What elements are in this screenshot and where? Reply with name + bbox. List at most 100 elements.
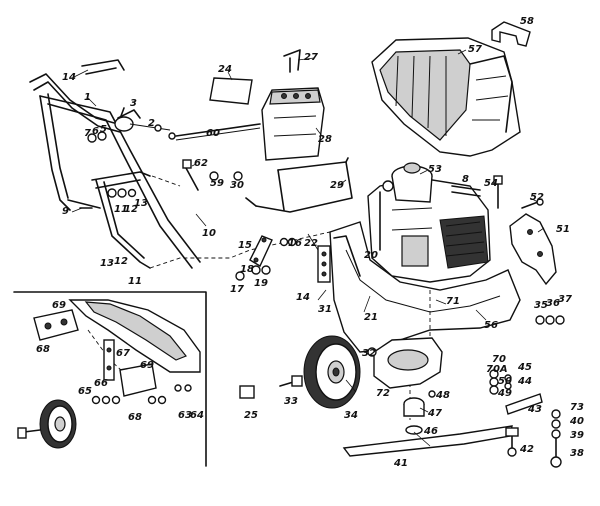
label-2: 2 bbox=[148, 118, 155, 129]
label-14b: 14 bbox=[296, 292, 310, 303]
label-35: 35 bbox=[534, 300, 548, 311]
label-66a: 68 bbox=[36, 344, 50, 355]
label-56: 56 bbox=[484, 320, 498, 331]
bar-8 bbox=[451, 185, 481, 197]
bolt-stack-right bbox=[550, 409, 562, 468]
label-28: 28 bbox=[318, 134, 332, 145]
label-12: 12 bbox=[114, 256, 128, 267]
label-30: 30 bbox=[230, 180, 244, 191]
label-5: 5 bbox=[100, 124, 107, 135]
label-3: 3 bbox=[130, 98, 137, 109]
label-67a: 69 bbox=[52, 300, 66, 311]
label-50: 50 bbox=[498, 376, 512, 387]
label-33: 33 bbox=[284, 396, 298, 407]
rear-wheel-large bbox=[303, 335, 361, 409]
label-20: 20 bbox=[364, 250, 378, 261]
label-21: 21 bbox=[364, 312, 378, 323]
label-66b: 68 bbox=[128, 412, 142, 423]
label-62: 62 bbox=[194, 158, 208, 169]
label-46: 46 bbox=[423, 426, 438, 437]
label-29: 29 bbox=[330, 180, 344, 191]
label-25: 25 bbox=[244, 410, 258, 421]
label-42: 42 bbox=[519, 444, 534, 455]
side-washers bbox=[535, 315, 565, 325]
inset-box bbox=[13, 291, 207, 467]
label-67b: 69 bbox=[140, 360, 154, 371]
bolt-52 bbox=[521, 198, 544, 209]
rod bbox=[175, 123, 261, 141]
label-64: 66 bbox=[94, 378, 108, 389]
blade-washers bbox=[489, 369, 543, 415]
label-70: 70 bbox=[492, 354, 506, 365]
label-43: 43 bbox=[527, 404, 542, 415]
label-19: 19 bbox=[254, 278, 268, 289]
cable-lines bbox=[149, 175, 331, 269]
deck-baffle bbox=[373, 337, 443, 389]
small-fasteners bbox=[182, 159, 243, 191]
label-40: 40 bbox=[569, 416, 584, 427]
label-1: 1 bbox=[84, 92, 91, 103]
label-27: 27 bbox=[304, 52, 318, 63]
label-11a: 11 bbox=[114, 204, 128, 215]
adjuster-link bbox=[249, 235, 273, 268]
engine bbox=[367, 162, 491, 283]
label-58: 58 bbox=[520, 16, 534, 27]
label-63: 65 bbox=[78, 386, 92, 397]
axle-parts bbox=[239, 347, 377, 399]
label-8: 8 bbox=[462, 174, 469, 185]
label-31: 31 bbox=[318, 304, 332, 315]
handle-knobs bbox=[79, 124, 176, 209]
label-32: 32 bbox=[362, 348, 376, 359]
rear-frame bbox=[245, 157, 353, 213]
label-6: 6 bbox=[92, 126, 99, 137]
label-57: 57 bbox=[468, 44, 482, 55]
label-52: 52 bbox=[530, 192, 544, 203]
label-54: 54 bbox=[484, 178, 498, 189]
label-49: 49 bbox=[497, 388, 512, 399]
bracket bbox=[283, 49, 301, 73]
part-number-labels: 14 1 3 2 7 6 5 60 24 27 28 57 58 9 11 12… bbox=[36, 16, 584, 469]
label-14: 14 bbox=[62, 72, 76, 83]
label-16: 16 bbox=[288, 238, 302, 249]
mower-deck bbox=[317, 221, 521, 420]
label-10: 10 bbox=[202, 228, 216, 239]
label-60: 60 bbox=[206, 128, 220, 139]
label-48: 48 bbox=[435, 390, 450, 401]
leader-lines bbox=[71, 49, 545, 447]
label-39: 39 bbox=[570, 430, 584, 441]
catcher-handle bbox=[491, 21, 531, 47]
label-71: 71 bbox=[446, 296, 460, 307]
label-13a: 13 bbox=[134, 198, 148, 209]
label-68: 63 bbox=[178, 410, 192, 421]
label-65: 67 bbox=[116, 348, 130, 359]
label-15: 15 bbox=[238, 240, 252, 251]
label-53: 53 bbox=[428, 164, 442, 175]
rear-flap bbox=[261, 87, 325, 161]
label-44: 44 bbox=[517, 376, 532, 387]
spark-plug-bolt bbox=[493, 175, 503, 209]
bolt-42 bbox=[505, 427, 519, 457]
label-34: 34 bbox=[344, 410, 358, 421]
label-45: 45 bbox=[517, 362, 532, 373]
plate bbox=[209, 77, 253, 105]
fuel-tank-bracket bbox=[509, 213, 557, 286]
adjuster-washers bbox=[235, 237, 297, 281]
label-24: 24 bbox=[218, 64, 232, 75]
label-59: 59 bbox=[210, 178, 224, 189]
label-37: 37 bbox=[558, 294, 572, 305]
blade-hub bbox=[403, 390, 436, 435]
handle-frame bbox=[39, 93, 201, 269]
label-70A: 70A bbox=[486, 364, 508, 375]
throttle-lever bbox=[114, 109, 171, 132]
label-47: 47 bbox=[427, 408, 442, 419]
label-17: 17 bbox=[230, 284, 244, 295]
label-69: 64 bbox=[190, 410, 204, 421]
label-36: 36 bbox=[546, 298, 560, 309]
label-13: 13 bbox=[100, 258, 114, 269]
label-73: 73 bbox=[570, 402, 584, 413]
label-22: 22 bbox=[304, 238, 318, 249]
lower-handle-bar bbox=[91, 171, 151, 269]
label-9: 9 bbox=[62, 206, 69, 217]
label-41: 41 bbox=[393, 458, 408, 469]
